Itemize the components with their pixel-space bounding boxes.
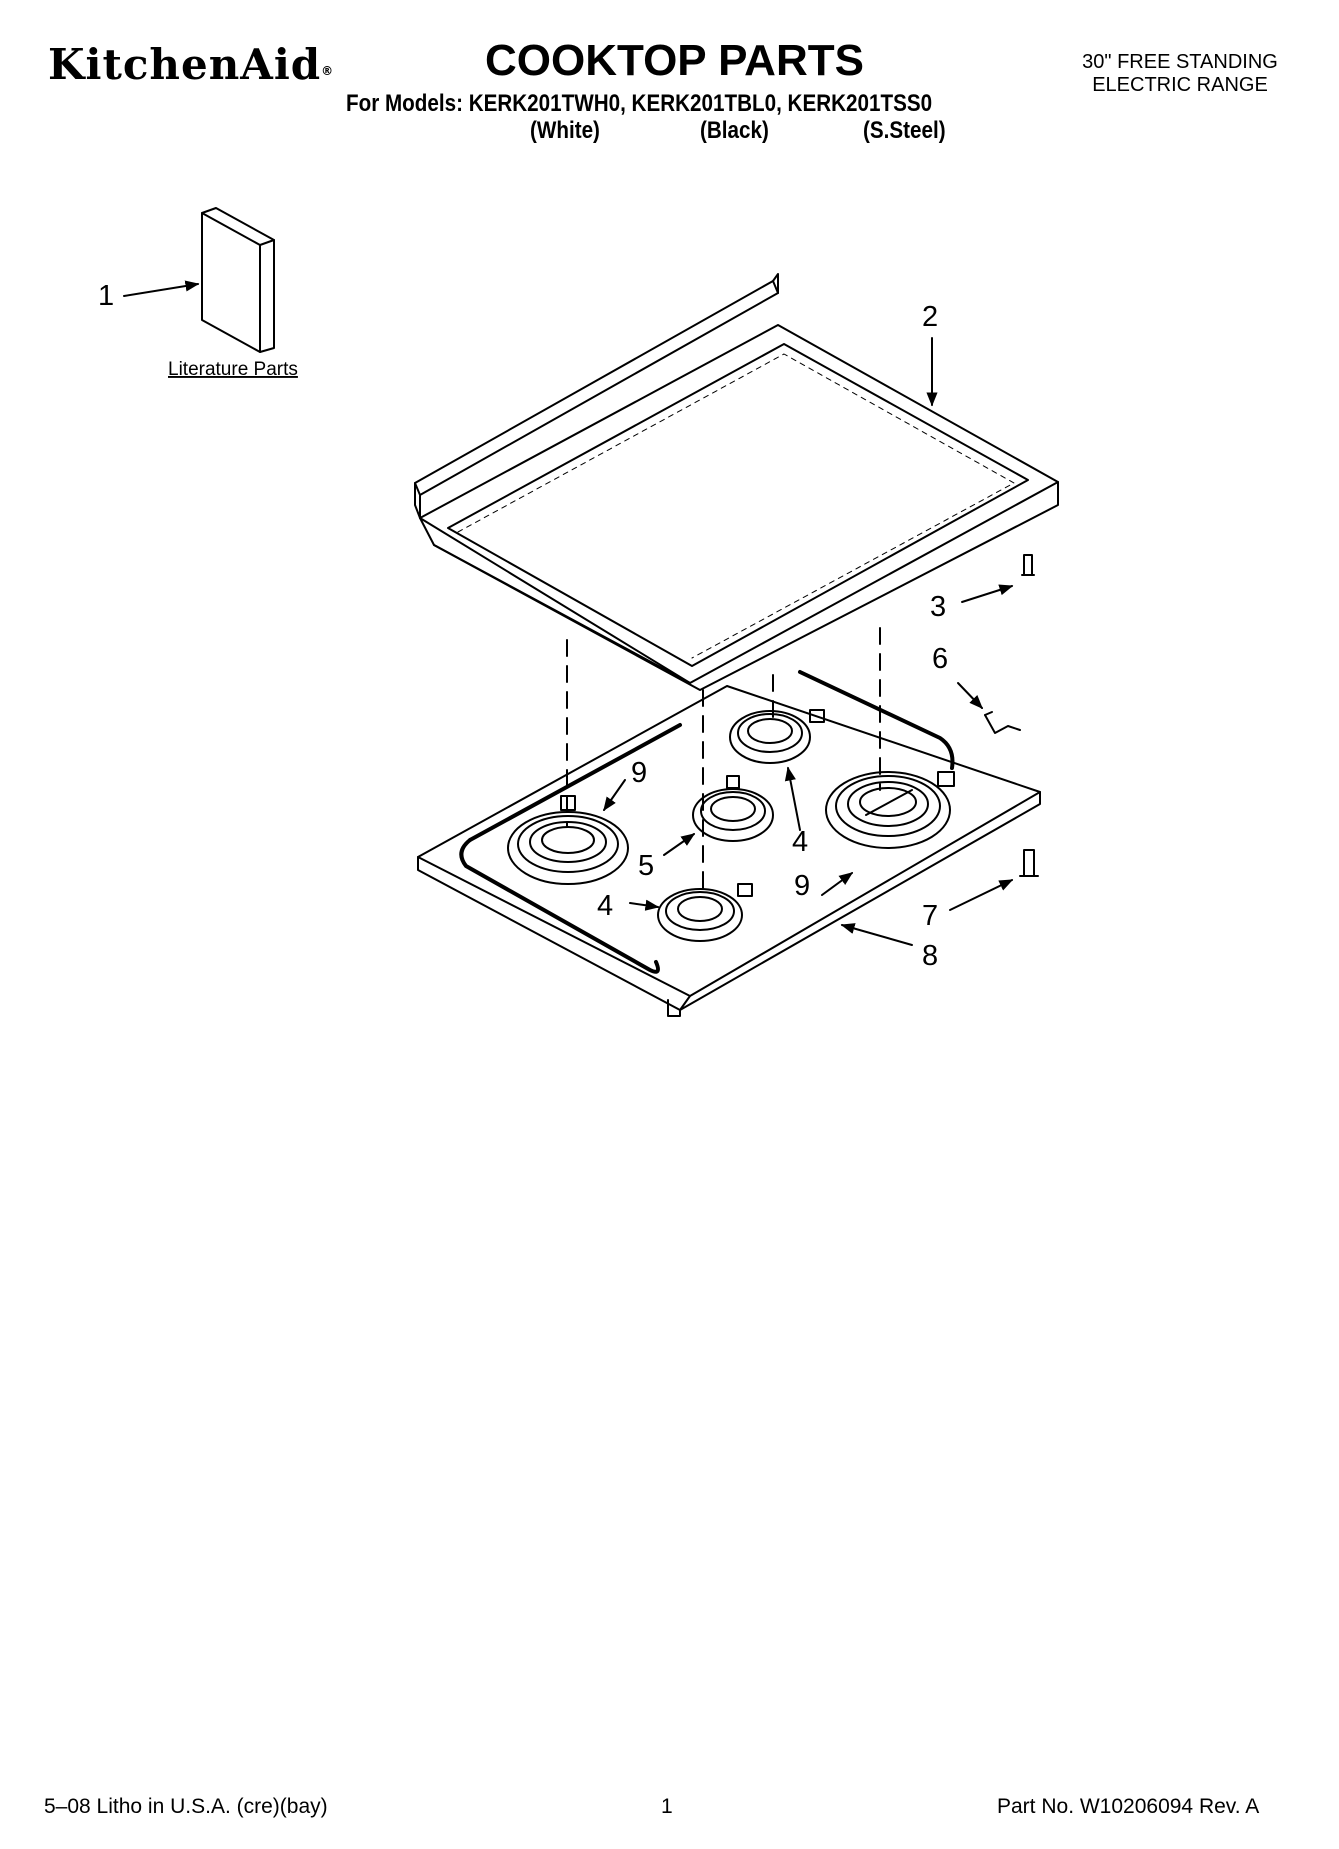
small-element-center [692,775,774,842]
small-element-back [729,709,825,764]
registered-mark: ® [321,64,335,78]
subtitle-line-2: ELECTRIC RANGE [1092,74,1268,96]
burner-box [417,670,1041,1017]
callout-4-front: 4 [597,890,613,922]
literature-booklet [201,207,275,353]
callout-9-right: 9 [794,870,810,902]
screw-part-3 [1021,554,1035,576]
footer-print-info: 5–08 Litho in U.S.A. (cre)(bay) [44,1795,328,1818]
callout-4-back: 4 [792,826,808,858]
page-title: COOKTOP PARTS [485,36,864,85]
callout-6: 6 [932,643,948,675]
cooktop-main-top [414,273,1059,691]
variant-black: (Black) [700,117,769,144]
literature-parts-label: Literature Parts [168,359,298,380]
footer-page-number: 1 [661,1795,673,1818]
callout-2: 2 [922,301,938,333]
screw-part-7 [1019,849,1039,877]
callout-1: 1 [98,280,114,312]
variant-white: (White) [530,117,600,144]
variant-steel: (S.Steel) [863,117,946,144]
leader-arrows [123,280,1014,946]
callout-7: 7 [922,900,938,932]
footer-part-number: Part No. W10206094 Rev. A [997,1795,1260,1818]
callout-3: 3 [930,591,946,623]
callout-5: 5 [638,850,654,882]
models-line: For Models: KERK201TWH0, KERK201TBL0, KE… [346,90,933,117]
subtitle-line-1: 30" FREE STANDING [1082,51,1278,73]
brand-name: KitchenAid [48,40,322,89]
small-element-front [657,883,753,942]
callout-8: 8 [922,940,938,972]
brand-logo: KitchenAid® [48,40,334,89]
callout-9-left: 9 [631,757,647,789]
clip-part-6 [984,711,1021,734]
large-element-right [825,771,955,849]
alignment-lines [566,627,881,899]
